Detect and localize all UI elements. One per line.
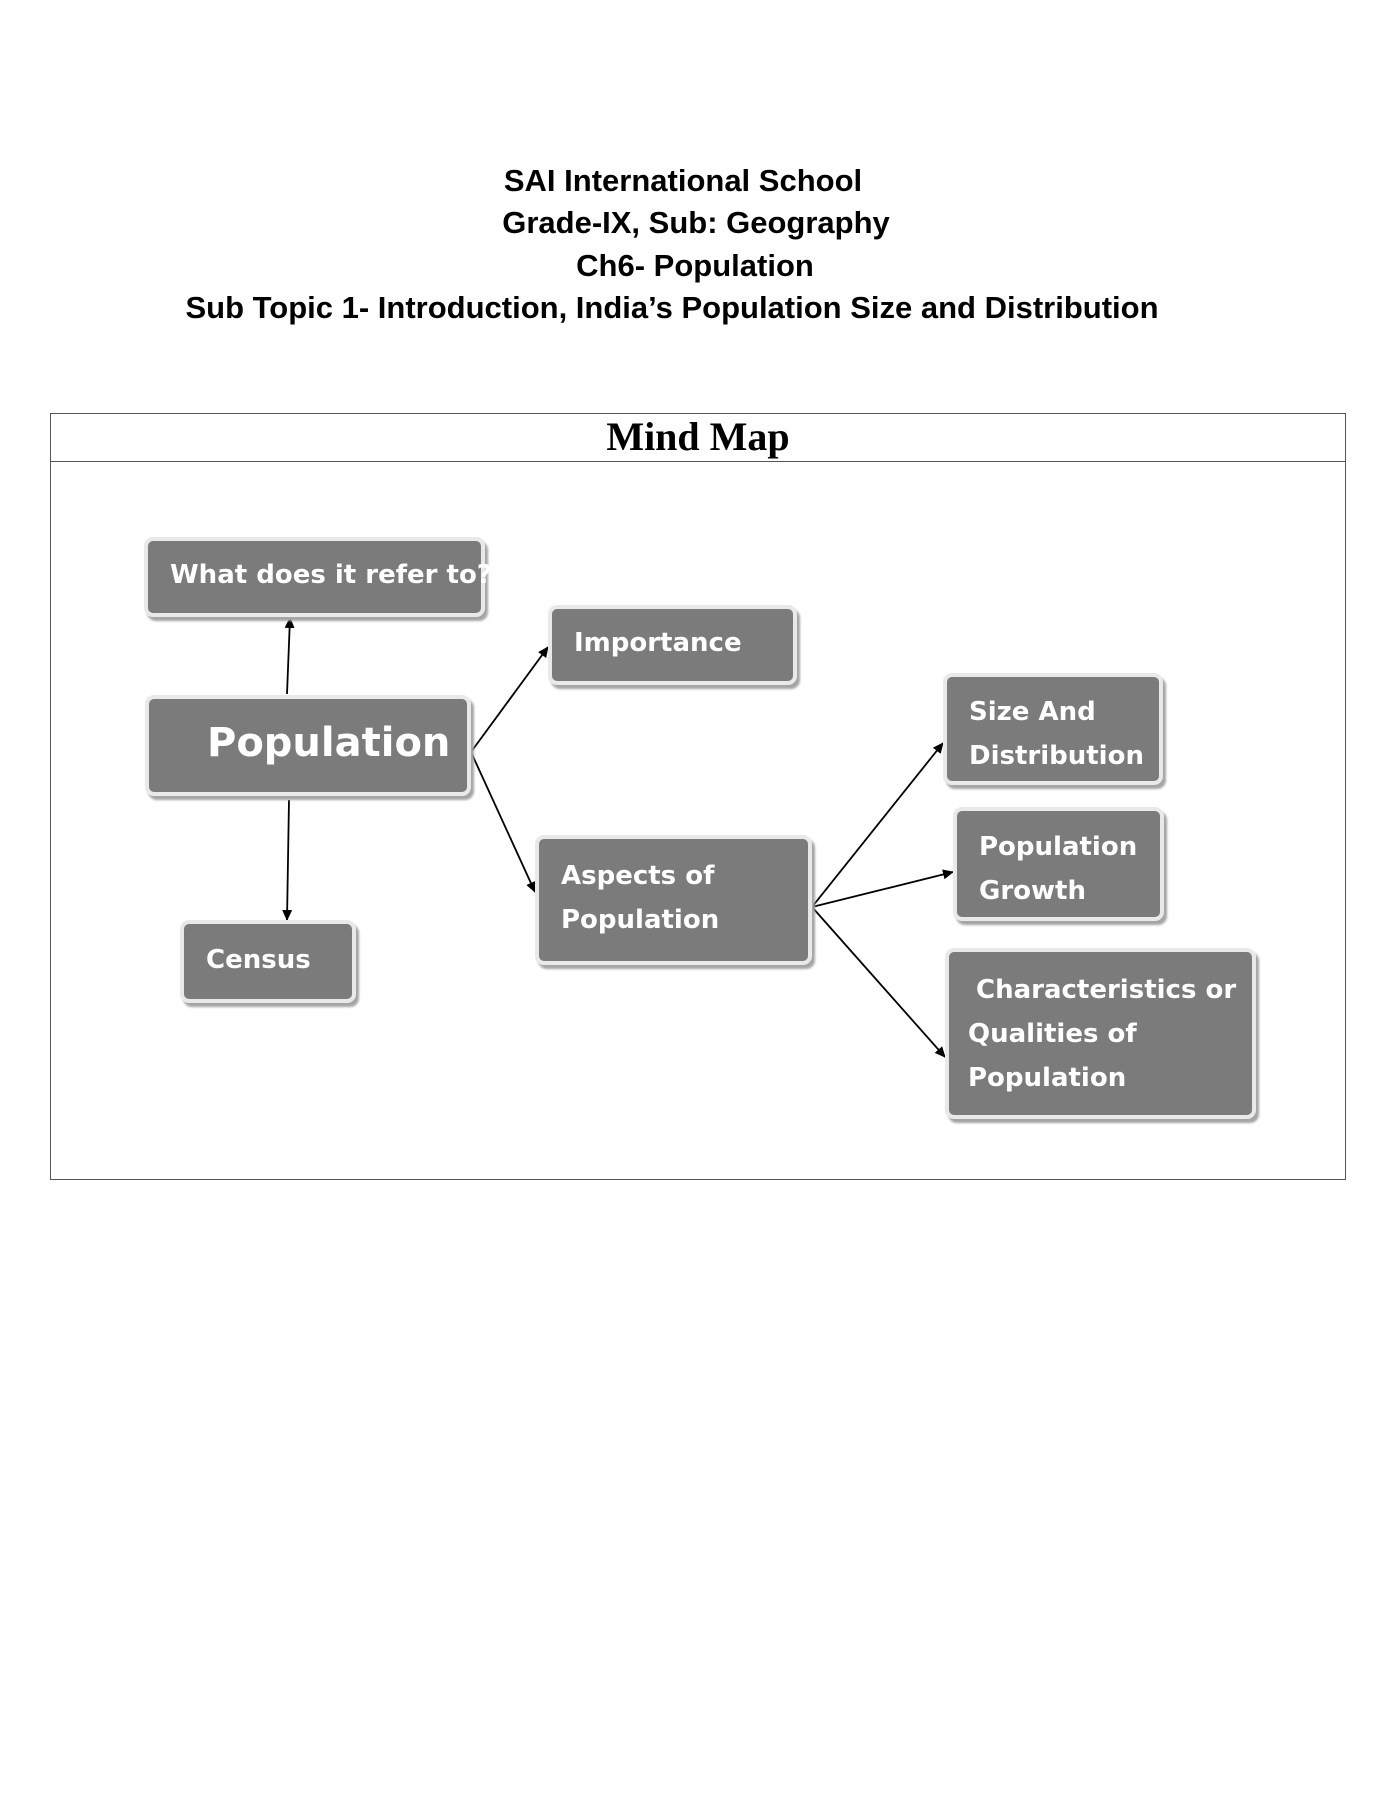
node-census: Census xyxy=(180,920,356,1003)
node-label-line-1: Size And xyxy=(969,697,1096,727)
node-label-line-1: Characteristics or xyxy=(976,975,1237,1005)
node-aspects-of-population: Aspects of Population xyxy=(535,835,812,965)
mind-map-title: Mind Map xyxy=(606,414,790,459)
mind-map-title-row: Mind Map xyxy=(51,414,1345,462)
node-label: Population xyxy=(207,720,451,766)
chapter-title: Ch6- Population xyxy=(576,248,814,283)
node-characteristics-or-qualities: Characteristics or Qualities of Populati… xyxy=(945,948,1256,1119)
node-size-and-distribution: Size And Distribution xyxy=(943,673,1163,785)
node-label: Census xyxy=(206,945,311,975)
node-what-does-it-refer-to: What does it refer to? xyxy=(144,537,492,617)
node-label-line-2: Population xyxy=(561,905,720,935)
node-importance: Importance xyxy=(548,605,797,685)
node-population: Population xyxy=(145,695,471,796)
node-label: What does it refer to? xyxy=(170,560,492,590)
school-name: SAI International School xyxy=(503,163,863,198)
sub-topic: Sub Topic 1- Introduction, India’s Popul… xyxy=(185,290,1159,325)
node-population-growth: Population Growth xyxy=(953,807,1164,921)
node-label-line-1: Population xyxy=(979,832,1138,862)
grade-subject: Grade-IX, Sub: Geography xyxy=(502,205,890,240)
node-label-line-1: Aspects of xyxy=(561,861,715,891)
node-label-line-3: Population xyxy=(968,1063,1127,1093)
node-label-line-2: Distribution xyxy=(969,741,1144,771)
node-label-line-2: Qualities of xyxy=(968,1019,1137,1049)
mind-map-frame: Mind Map xyxy=(50,413,1346,1180)
node-label-line-2: Growth xyxy=(979,876,1086,906)
node-label: Importance xyxy=(574,628,742,658)
